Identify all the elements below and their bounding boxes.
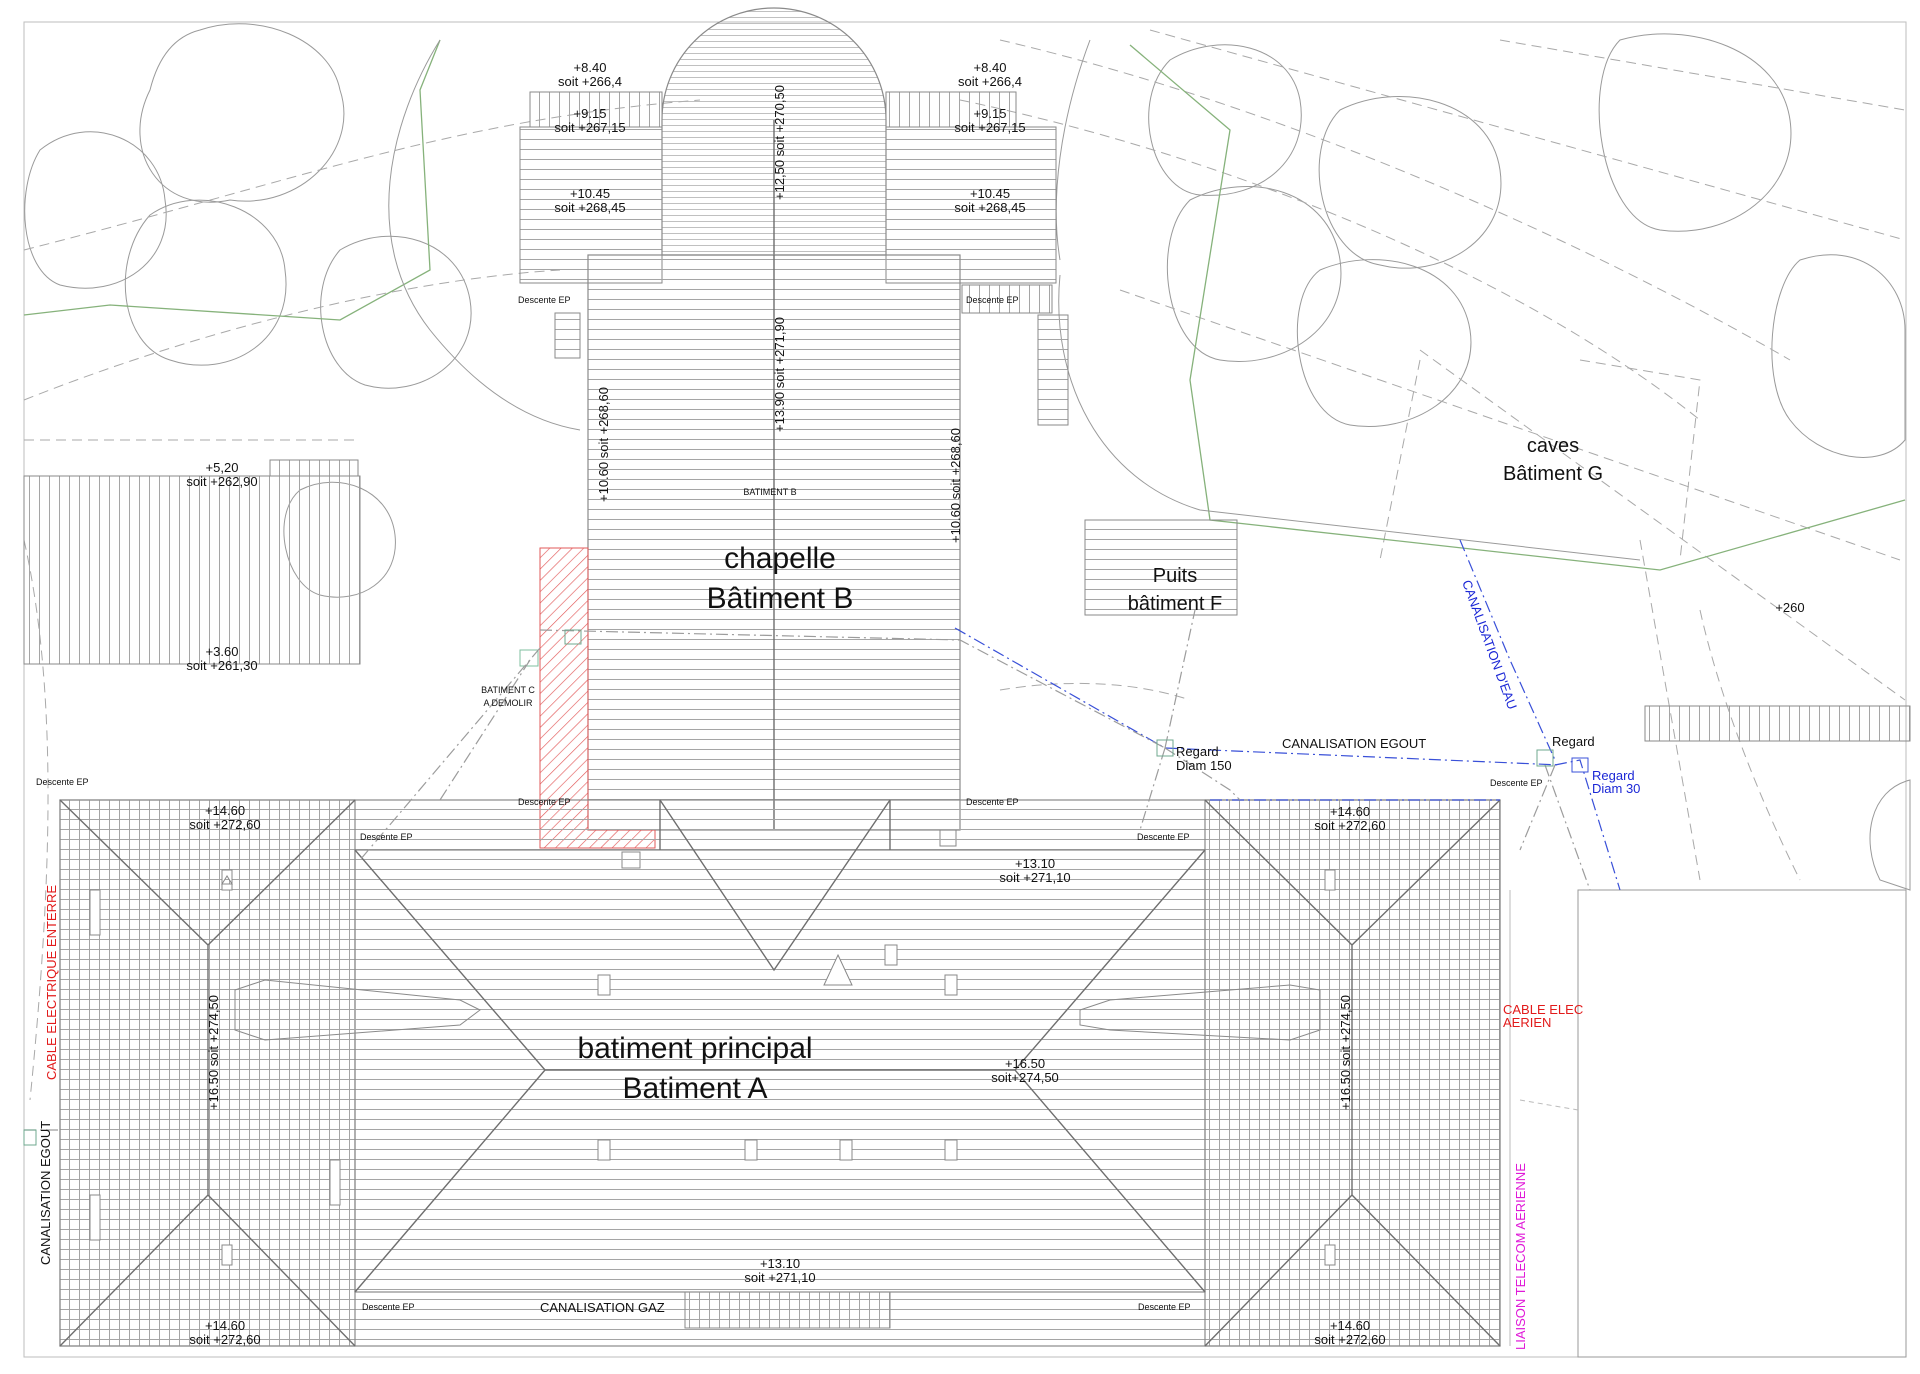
level-label: +8.40	[574, 60, 607, 75]
level-label: soit +266,4	[558, 74, 622, 89]
canalisation-egout-label: CANALISATION EGOUT	[1282, 736, 1426, 751]
level-label: +16.50 soit +274,50	[206, 995, 221, 1110]
descente-ep-label: Descente EP	[1490, 778, 1543, 788]
level-label: +13.10	[760, 1256, 800, 1271]
level-label: soit +271,10	[999, 870, 1070, 885]
level-label: +14.60	[205, 1318, 245, 1333]
caves-label: caves	[1527, 435, 1579, 457]
descente-ep-label: Descente EP	[518, 797, 571, 807]
level-label: +260	[1775, 600, 1804, 615]
level-label: +9.15	[574, 106, 607, 121]
level-label: +10.60 soit +268,60	[948, 428, 963, 543]
level-label: soit +272,60	[189, 1332, 260, 1347]
driveway-edge	[1058, 274, 1641, 561]
descente-ep-label: Descente EP	[966, 295, 1019, 305]
level-label: +16.50	[1005, 1056, 1045, 1071]
level-label: soit +272,60	[1314, 1332, 1385, 1347]
descente-ep-label: Descente EP	[36, 777, 89, 787]
descente-ep-label: Descente EP	[1137, 832, 1190, 842]
regard-label: Regard	[1592, 768, 1635, 783]
level-label: soit +271,10	[744, 1270, 815, 1285]
level-label: +14.60	[1330, 804, 1370, 819]
level-label: soit+274,50	[991, 1070, 1059, 1085]
descente-ep-label: Descente EP	[362, 1302, 415, 1312]
cable-elec-aerien-label: AERIEN	[1503, 1015, 1551, 1030]
level-label: +5,20	[206, 460, 239, 475]
descente-ep-label: Descente EP	[1138, 1302, 1191, 1312]
descente-ep-label: Descente EP	[360, 832, 413, 842]
level-label: +10.45	[970, 186, 1010, 201]
liaison-telecom-label: LIAISON TELECOM AERIENNE	[1513, 1163, 1528, 1350]
chapelle-label: chapelle	[724, 542, 836, 575]
puits-roof	[1084, 519, 1238, 616]
batiment-g-label: Bâtiment G	[1503, 463, 1603, 485]
regard-diam-label: Diam 30	[1592, 781, 1640, 796]
neighbour-plot	[1577, 889, 1907, 1358]
level-label: soit +267,15	[954, 120, 1025, 135]
canalisation-eau-label: CANALISATION D'EAU	[1459, 578, 1520, 712]
batiment-c-demolir: A DEMOLIR	[483, 698, 533, 708]
descente-ep-label: Descente EP	[966, 797, 1019, 807]
batiment-b-tag: BATIMENT B	[743, 487, 796, 497]
batiment-c-label: BATIMENT C	[481, 685, 535, 695]
level-label: soit +268,45	[954, 200, 1025, 215]
driveway-edge	[388, 39, 581, 431]
canalisation-gaz-label: CANALISATION GAZ	[540, 1300, 665, 1315]
batiment-a-roof	[59, 799, 1501, 1347]
batiment-b-name: Bâtiment B	[707, 582, 854, 615]
batiment-principal-label: batiment principal	[577, 1032, 812, 1065]
level-label: +12,50 soit +270,50	[772, 85, 787, 200]
level-label: soit +266,4	[958, 74, 1022, 89]
level-label: +8.40	[974, 60, 1007, 75]
level-label: soit +272,60	[1314, 818, 1385, 833]
level-label: soit +268,45	[554, 200, 625, 215]
cable-elec-aerien-label: CABLE ELEC	[1503, 1002, 1583, 1017]
level-label: +16.50 soit +274,50	[1338, 995, 1353, 1110]
level-label: soit +262,90	[186, 474, 257, 489]
batiment-a-label: Batiment A	[622, 1072, 767, 1105]
level-label: soit +267,15	[554, 120, 625, 135]
level-label: +14.60	[1330, 1318, 1370, 1333]
drawing-frame	[23, 21, 1907, 1358]
level-label: +3.60	[206, 644, 239, 659]
level-label: +10.45	[570, 186, 610, 201]
annex-roofs	[23, 459, 361, 665]
level-label: +9.15	[974, 106, 1007, 121]
regard-label: Regard	[1552, 734, 1595, 749]
regard-diam-label: Diam 150	[1176, 758, 1232, 773]
level-label: soit +272,60	[189, 817, 260, 832]
utility-lines	[23, 539, 1621, 1346]
boundary-lines	[23, 39, 1906, 571]
canalisation-egout-vertical-label: CANALISATION EGOUT	[38, 1121, 53, 1265]
level-label: +13.90 soit +271,90	[772, 317, 787, 432]
trees	[24, 23, 1911, 891]
batiment-f-label: bâtiment F	[1128, 593, 1222, 615]
batiment-b-roof	[519, 7, 1069, 831]
driveway-edge	[1055, 39, 1091, 261]
level-label: +13.10	[1015, 856, 1055, 871]
level-label: soit +261,30	[186, 658, 257, 673]
level-label: +10.60 soit +268,60	[596, 387, 611, 502]
regard-label: Regard	[1176, 744, 1219, 759]
level-label: +14.60	[205, 803, 245, 818]
cable-electrique-enterre-label: CABLE ELECTRIQUE ENTERRE	[44, 885, 59, 1080]
puits-label: Puits	[1153, 565, 1197, 587]
path-strip	[1644, 705, 1911, 742]
descente-ep-label: Descente EP	[518, 295, 571, 305]
